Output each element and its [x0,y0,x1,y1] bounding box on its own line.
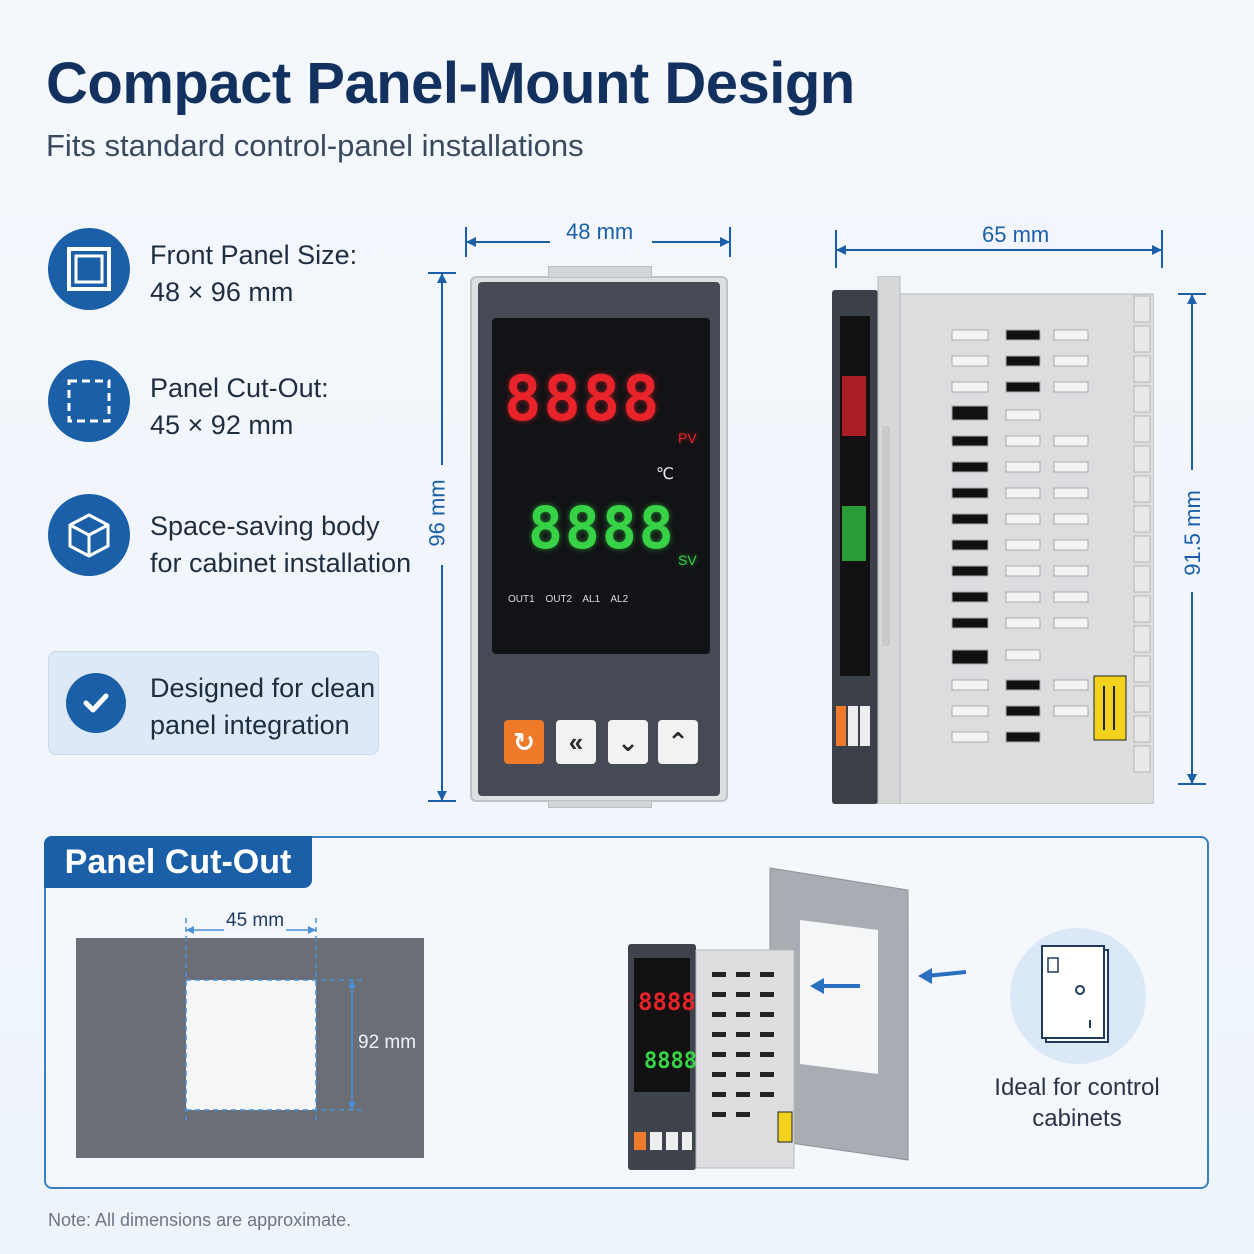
cabinet-caption: Ideal for control cabinets [968,1072,1186,1134]
feature-space-saving: Space-saving body for cabinet installati… [150,508,411,582]
page-title: Compact Panel-Mount Design [46,51,855,116]
front-height-label: 96 mm [424,479,450,547]
display-screen: 8888 PV ℃ 8888 SV OUT1 OUT2 AL1 AL2 [492,318,710,654]
cabinet-caption-line1: Ideal for control [994,1074,1160,1101]
double-chevron-up-icon[interactable]: ⌃ [658,720,698,764]
cutout-width-label: 45 mm [224,910,287,932]
feature-line1: Front Panel Size: [150,240,358,270]
installation-illustration: 8888 8888 [628,867,967,1170]
front-face: 8888 PV ℃ 8888 SV OUT1 OUT2 AL1 AL2 ↻ « … [478,282,720,796]
side-depth-label: 65 mm [978,222,1054,248]
bottom-clip [548,800,652,808]
pv-label: PV [678,430,697,446]
feature-line1: Designed for clean [150,673,376,703]
box-3d-icon [48,494,130,576]
side-height-label: 91.5 mm [1179,490,1205,576]
cabinet-icon [1010,928,1146,1064]
controller-front-view: 8888 PV ℃ 8888 SV OUT1 OUT2 AL1 AL2 ↻ « … [470,266,728,808]
square-outline-icon [48,228,130,310]
checkmark-icon [66,673,126,733]
cutout-section-heading: Panel Cut-Out [44,836,312,888]
feature-line2: for cabinet installation [150,548,412,578]
controller-side-view [832,275,1155,805]
feature-line1: Panel Cut-Out: [150,373,329,403]
page-subtitle: Fits standard control-panel installation… [46,128,584,163]
feature-clean-integration: Designed for clean panel integration [150,670,375,744]
top-clip [548,266,652,278]
feature-line2: 48 × 96 mm [150,277,294,307]
cutout-diagram [76,918,424,1158]
indicator-al1: AL1 [582,594,601,605]
feature-line1: Space-saving body [150,511,380,541]
unit-label: ℃ [656,466,674,483]
indicator-al2: AL2 [610,594,629,605]
feature-panel-cutout: Panel Cut-Out: 45 × 92 mm [150,370,329,444]
side-dimension-lines [835,230,1206,785]
indicator-out1: OUT1 [508,594,535,605]
feature-line2: 45 × 92 mm [150,410,294,440]
side-body-illustration [832,275,1155,805]
cutout-height-label: 92 mm [358,1032,417,1053]
front-width-label: 48 mm [566,219,634,244]
sv-display: 8888 [528,494,676,562]
indicator-labels: OUT1 OUT2 AL1 AL2 [508,594,628,605]
indicator-out2: OUT2 [545,594,573,605]
footer-note: Note: All dimensions are approximate. [48,1210,352,1230]
svg-text:8888: 8888 [638,988,696,1016]
feature-front-panel: Front Panel Size: 48 × 96 mm [150,237,357,311]
double-chevron-left-icon[interactable]: « [556,720,596,764]
pv-display: 8888 [504,362,662,435]
feature-line2: panel integration [150,710,350,740]
cabinet-caption-line2: cabinets [1032,1105,1122,1132]
front-dimension-lines [428,227,731,802]
double-chevron-down-icon[interactable]: ⌄ [608,720,648,764]
dashed-square-icon [48,360,130,442]
refresh-icon[interactable]: ↻ [504,720,544,764]
sv-label: SV [678,552,697,568]
svg-text:8888: 8888 [644,1049,697,1074]
